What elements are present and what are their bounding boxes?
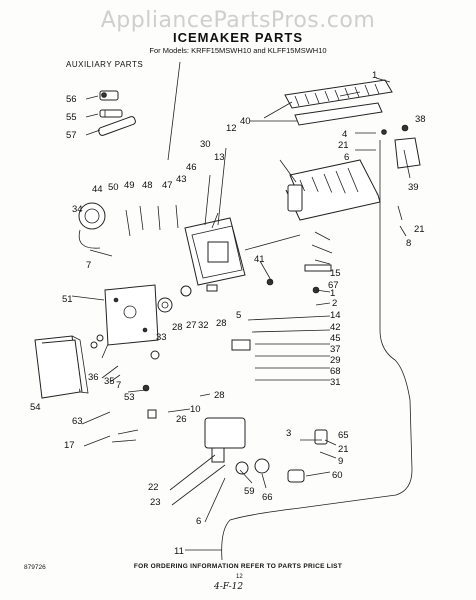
handwritten-note: 4-F-12 xyxy=(214,582,244,592)
callout-50: 50 xyxy=(108,182,119,193)
callout-11: 11 xyxy=(174,546,184,557)
callout-48: 48 xyxy=(142,180,153,191)
callout-6b: 6 xyxy=(196,516,201,527)
callout-42: 42 xyxy=(330,322,341,333)
drawing-code: 879726 xyxy=(24,564,46,571)
callout-65: 65 xyxy=(338,430,349,441)
callout-47: 47 xyxy=(162,180,173,191)
model-list: For Models: KRFF15MSWH10 and KLFF15MSWH1… xyxy=(149,46,327,55)
callout-54: 54 xyxy=(30,402,41,413)
callout-3: 3 xyxy=(286,428,291,439)
callout-21b: 21 xyxy=(414,224,425,235)
front-cover xyxy=(34,335,89,399)
ordering-note: FOR ORDERING INFORMATION REFER TO PARTS … xyxy=(133,563,343,570)
callout-28a: 28 xyxy=(172,322,183,333)
callout-26: 26 xyxy=(176,414,187,425)
callout-56: 56 xyxy=(66,94,77,105)
watermark: AppliancePartsPros.com xyxy=(100,8,376,33)
callout-59: 59 xyxy=(244,486,255,497)
callout-40: 40 xyxy=(240,116,251,127)
auxiliary-parts-label: AUXILIARY PARTS xyxy=(66,60,144,69)
callout-32: 32 xyxy=(198,320,209,331)
callout-6: 6 xyxy=(344,152,349,163)
aux-part-57 xyxy=(98,116,136,136)
callout-31: 31 xyxy=(330,377,341,388)
callout-12: 12 xyxy=(226,123,237,134)
water-valve xyxy=(204,417,305,483)
callout-37: 37 xyxy=(330,344,341,355)
callout-66: 66 xyxy=(262,492,273,503)
callout-43: 43 xyxy=(176,174,187,185)
callout-9: 9 xyxy=(338,456,343,467)
callout-27: 27 xyxy=(186,320,197,331)
fill-tube-line xyxy=(221,140,413,561)
callout-7a: 7 xyxy=(86,260,91,271)
callouts: 1 40 12 13 30 38 4 21 6 39 21 8 46 43 44… xyxy=(30,70,426,557)
mounting-plate xyxy=(104,284,159,346)
callout-45: 45 xyxy=(330,333,341,344)
motor-housing xyxy=(184,217,301,286)
callout-17: 17 xyxy=(64,440,75,451)
callout-29: 29 xyxy=(330,355,341,366)
callout-46: 46 xyxy=(186,162,197,173)
callout-13: 13 xyxy=(214,152,225,163)
callout-23: 23 xyxy=(150,497,161,508)
ejector-bar xyxy=(284,79,393,126)
aux-part-56 xyxy=(99,90,119,101)
callout-68: 68 xyxy=(330,366,341,377)
callout-63: 63 xyxy=(72,416,83,427)
callout-36: 36 xyxy=(88,372,99,383)
callout-4: 4 xyxy=(342,129,347,140)
callout-28c: 28 xyxy=(214,390,225,401)
callout-21c: 21 xyxy=(338,444,349,455)
callout-5: 5 xyxy=(236,310,241,321)
callout-60: 60 xyxy=(332,470,343,481)
callout-53: 53 xyxy=(124,392,135,403)
callout-51: 51 xyxy=(62,294,73,305)
callout-1: 1 xyxy=(372,70,377,81)
callout-21a: 21 xyxy=(338,140,349,151)
callout-28b: 28 xyxy=(216,318,227,329)
callout-49: 49 xyxy=(124,180,135,191)
callout-35: 35 xyxy=(104,376,115,387)
callout-34: 34 xyxy=(72,204,83,215)
callout-10: 10 xyxy=(190,404,201,415)
icemaker-mold xyxy=(285,159,381,221)
callout-7b: 7 xyxy=(116,380,121,391)
motor xyxy=(78,202,106,249)
callout-55: 55 xyxy=(66,112,77,123)
aux-part-55 xyxy=(99,109,123,118)
callout-8: 8 xyxy=(406,238,411,249)
callout-39: 39 xyxy=(408,182,419,193)
callout-2: 2 xyxy=(332,298,337,309)
callout-30: 30 xyxy=(200,139,211,150)
callout-57: 57 xyxy=(66,130,77,141)
callout-67: 67 xyxy=(328,280,339,291)
callout-44: 44 xyxy=(92,184,103,195)
callout-1b: 1 xyxy=(330,288,335,299)
leader-lines xyxy=(71,77,411,551)
page-title: ICEMAKER PARTS xyxy=(172,30,304,45)
callout-38: 38 xyxy=(415,114,426,125)
shutoff-arm-part xyxy=(381,124,421,169)
page-number: 12 xyxy=(236,574,243,580)
callout-15: 15 xyxy=(330,268,341,279)
callout-22: 22 xyxy=(148,482,159,493)
callout-33: 33 xyxy=(156,332,167,343)
callout-14: 14 xyxy=(330,310,341,321)
callout-41: 41 xyxy=(254,254,265,265)
